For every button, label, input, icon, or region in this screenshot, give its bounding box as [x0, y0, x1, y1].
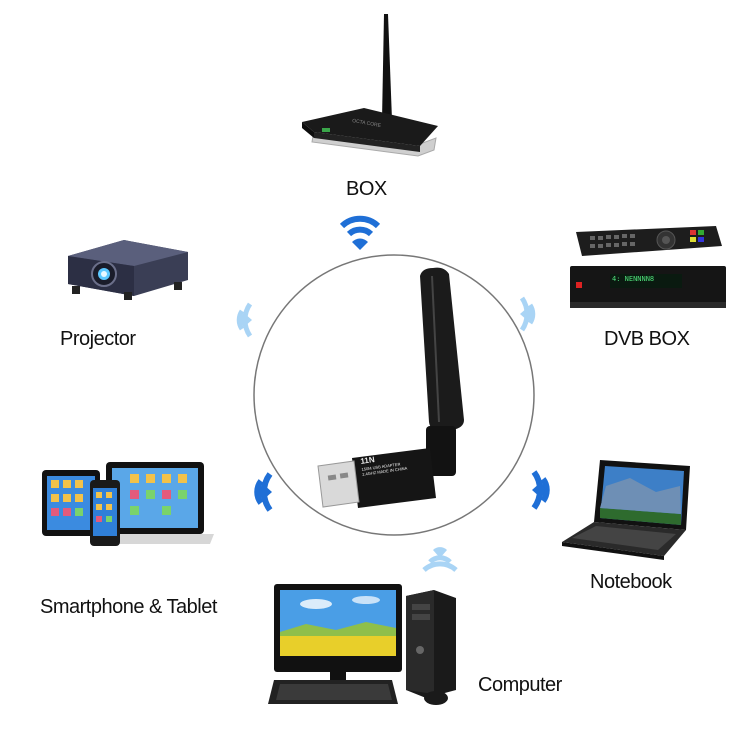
- notebook-image: [560, 456, 694, 560]
- projector-image: [64, 234, 192, 304]
- box-label: BOX: [346, 178, 387, 200]
- computer-label: Computer: [478, 674, 562, 696]
- wifi-signal-icon-top: [338, 212, 382, 256]
- android-tv-box-image: OCTA CORE: [300, 10, 440, 160]
- wifi-signal-icon-projector: [218, 300, 258, 340]
- desktop-computer-image: [266, 580, 462, 710]
- dvb-display-text: 4: NENNNN8: [612, 275, 655, 283]
- wifi-signal-icon-notebook: [530, 468, 570, 512]
- wifi-usb-adapter: [312, 262, 472, 512]
- smartphone-tablet-image: [40, 458, 220, 554]
- notebook-label: Notebook: [590, 571, 672, 593]
- wifi-signal-icon-dvb: [514, 294, 554, 334]
- dvb-box-image: [566, 222, 728, 314]
- smartphone-tablet-label: Smartphone & Tablet: [40, 596, 217, 618]
- projector-label: Projector: [60, 328, 136, 350]
- wifi-signal-icon-smartphone: [234, 470, 274, 514]
- dvb-box-label: DVB BOX: [604, 328, 690, 350]
- svg-text:OCTA CORE: OCTA CORE: [352, 118, 382, 129]
- wifi-signal-icon-computer: [420, 542, 460, 582]
